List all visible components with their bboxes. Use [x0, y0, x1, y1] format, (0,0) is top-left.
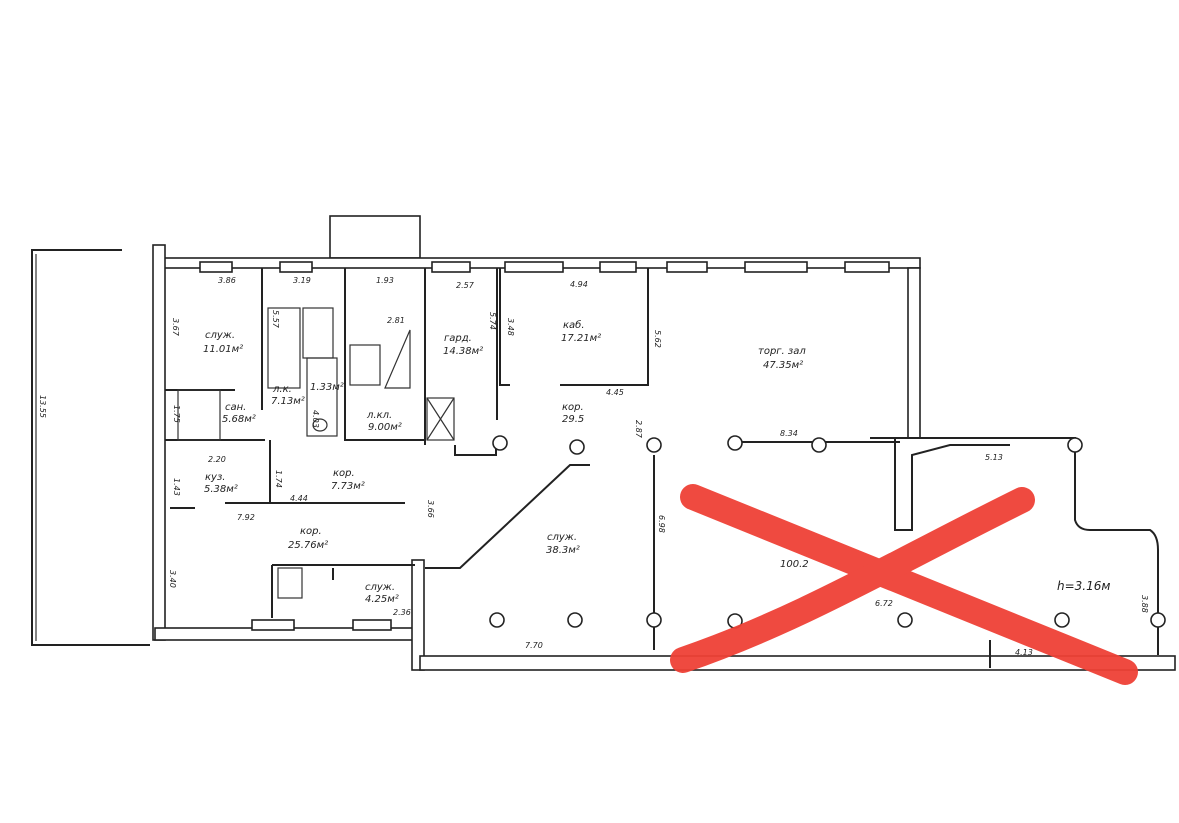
room-name: л.кл.: [366, 410, 392, 421]
dim: 3.19: [293, 276, 311, 285]
dim: 7.70: [525, 641, 543, 650]
dim: 4.94: [570, 280, 588, 289]
dim: 1.74: [274, 470, 283, 488]
dim: 3.88: [1140, 595, 1149, 613]
room-name: кор.: [333, 468, 355, 479]
bottom-wall-step: [411, 559, 425, 671]
room-area: 4.25м²: [365, 594, 399, 605]
dim: 7.92: [237, 513, 255, 522]
dim: 1.93: [376, 276, 394, 285]
dim: 1.75: [172, 405, 181, 423]
room-area: 25.76м²: [288, 540, 328, 551]
dim: 4.45: [606, 388, 624, 397]
room-area: 11.01м²: [203, 344, 243, 355]
room-name: служ.: [547, 532, 577, 543]
room-name: гард.: [444, 333, 472, 344]
ceiling-height: h=3.16м: [1057, 579, 1110, 593]
interior-walls: [165, 268, 1159, 668]
room-name: каб.: [563, 319, 585, 331]
dim: 6.98: [657, 515, 666, 533]
red-cross-mark: [670, 484, 1138, 685]
dim: 3.40: [168, 570, 177, 588]
room-area: 5.38м²: [204, 484, 238, 495]
stairs: [177, 307, 455, 599]
room-name: кор.: [562, 402, 584, 413]
bottom-wall: [419, 655, 1176, 671]
room-name: служ.: [365, 582, 395, 593]
windows: [199, 261, 890, 631]
cross-stroke: [670, 487, 1035, 673]
room-area: 7.13м²: [271, 396, 305, 407]
dim: 3.66: [426, 500, 435, 518]
room-area: 17.21м²: [561, 333, 601, 344]
dimension-labels: 13.55 3.86 3.19 1.93 2.81 2.57 4.94 5.74…: [38, 276, 1149, 657]
left-wall: [152, 244, 166, 641]
wc-area: 1.33м²: [310, 382, 344, 393]
room-area: 100.2: [780, 559, 809, 570]
dim: 5.62: [653, 330, 662, 348]
room-area: 29.5: [562, 414, 584, 425]
room-name: торг. зал: [758, 346, 806, 357]
room-area: 9.00м²: [368, 422, 402, 433]
dim: 5.57: [271, 310, 280, 329]
dim: 5.13: [985, 453, 1003, 462]
room-labels: служ. 11.01м² сан.5.68м² л.к.7.13м² л.кл.…: [203, 319, 1110, 605]
annex-outline: [31, 249, 150, 646]
room-area: 38.3м²: [546, 545, 580, 556]
entrance-porch: [329, 215, 421, 259]
room-name: сан.: [225, 402, 246, 413]
dim: 2.36: [393, 608, 411, 617]
room-name: служ.: [205, 330, 235, 341]
dim: 3.67: [171, 318, 180, 337]
dim: 13.55: [38, 395, 47, 418]
dim: 6.72: [875, 599, 893, 608]
dim: 4.13: [1015, 648, 1033, 657]
room-area: 7.73м²: [331, 481, 365, 492]
dim: 2.81: [387, 316, 405, 325]
room-name: куз.: [205, 472, 225, 483]
dim: 8.34: [780, 429, 798, 438]
dim: 2.20: [208, 455, 226, 464]
dim: 2.57: [456, 281, 475, 290]
columns: [489, 435, 1166, 629]
dim: 4.44: [290, 494, 308, 503]
right-wall-upper: [907, 267, 921, 439]
dim: 1.43: [172, 478, 181, 496]
room-name: кор.: [300, 526, 322, 537]
dim: 5.74: [488, 312, 497, 330]
dim: 2.87: [634, 420, 643, 439]
room-area: 14.38м²: [443, 346, 483, 357]
room-area: 5.68м²: [222, 414, 256, 425]
dim: 4.03: [311, 410, 320, 428]
dim: 3.48: [506, 318, 515, 336]
room-area: 47.35м²: [763, 360, 803, 371]
room-name: л.к.: [272, 384, 292, 395]
dim: 3.86: [218, 276, 236, 285]
